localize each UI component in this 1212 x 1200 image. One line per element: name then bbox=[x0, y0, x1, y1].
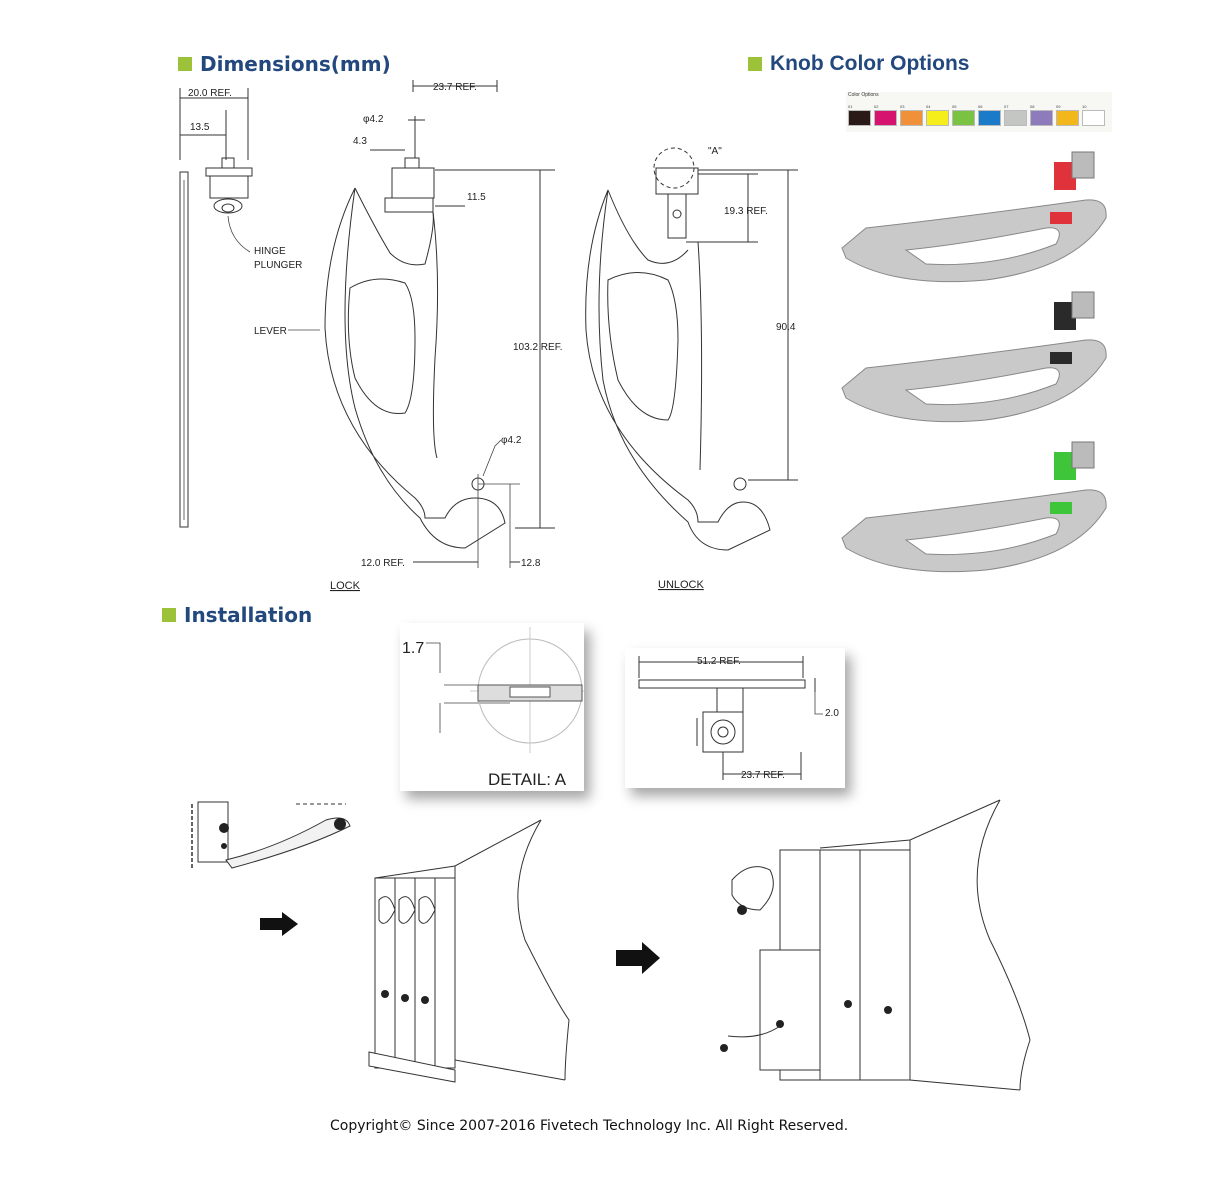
swatch-number: 10 bbox=[1082, 104, 1087, 109]
knob-colors-title: Knob Color Options bbox=[770, 52, 970, 75]
arrow-right-icon-2 bbox=[616, 942, 660, 974]
top-view-panel: 51.2 REF. 2.0 23.7 REF. bbox=[625, 648, 845, 788]
dimensions-heading: Dimensions(mm) bbox=[178, 52, 391, 76]
dim-2-0: 2.0 bbox=[825, 708, 839, 719]
installation-closeup bbox=[191, 801, 351, 869]
knob-render-red bbox=[841, 151, 1107, 283]
hinge-label: HINGE bbox=[254, 246, 286, 257]
copyright-footer: Copyright© Since 2007-2016 Fivetech Tech… bbox=[330, 1118, 849, 1134]
dim-90-4: 90.4 bbox=[776, 322, 796, 333]
dim-19-3-ref: 19.3 REF. bbox=[724, 206, 768, 217]
installation-heading: Installation bbox=[162, 603, 312, 627]
dim-23-7-ref-top: 23.7 REF. bbox=[741, 770, 785, 781]
dim-1-7: 1.7 bbox=[402, 640, 424, 657]
heading-bullet bbox=[748, 57, 762, 71]
swatch-number: 01 bbox=[848, 104, 853, 109]
dim-13-5: 13.5 bbox=[190, 122, 210, 133]
dimensions-title: Dimensions(mm) bbox=[200, 52, 391, 76]
detail-a-panel: 1.7 DETAIL: A bbox=[400, 623, 584, 791]
color-options-title: Color Options bbox=[848, 92, 879, 98]
color-swatch bbox=[874, 110, 897, 126]
lock-caption: LOCK bbox=[330, 580, 361, 592]
unlock-view-drawing: "A" 19.3 REF. 90.4 UNLOCK bbox=[585, 146, 798, 591]
color-swatch bbox=[926, 110, 949, 126]
color-swatch bbox=[848, 110, 871, 126]
swatch-number: 04 bbox=[926, 104, 931, 109]
plunger-label: PLUNGER bbox=[254, 260, 302, 271]
swatch-number: 08 bbox=[1030, 104, 1035, 109]
color-swatch bbox=[978, 110, 1001, 126]
dim-11-5: 11.5 bbox=[467, 192, 486, 203]
knob-colors-heading: Knob Color Options bbox=[748, 52, 969, 76]
dim-phi-4-2-top: φ4.2 bbox=[363, 114, 384, 125]
dim-103-2-ref: 103.2 REF. bbox=[513, 342, 562, 353]
color-swatch bbox=[900, 110, 923, 126]
dim-12-8: 12.8 bbox=[521, 558, 541, 569]
knob-render-black bbox=[841, 291, 1107, 423]
unlock-caption: UNLOCK bbox=[658, 579, 705, 591]
dim-20-ref: 20.0 REF. bbox=[188, 88, 232, 99]
color-swatch bbox=[1004, 110, 1027, 126]
color-swatch bbox=[1082, 110, 1105, 126]
server-chassis-drawing-1 bbox=[368, 819, 570, 1083]
dim-phi-4-2-bottom: φ4.2 bbox=[501, 435, 522, 446]
lever-label: LEVER bbox=[254, 326, 287, 337]
color-swatch bbox=[952, 110, 975, 126]
side-view-drawing: 20.0 REF. 13.5 HINGE PLUNGER LEVER bbox=[179, 88, 320, 528]
arrow-right-icon bbox=[260, 912, 298, 936]
dim-51-2-ref: 51.2 REF. bbox=[697, 656, 741, 667]
swatch-number: 02 bbox=[874, 104, 879, 109]
swatch-number: 05 bbox=[952, 104, 957, 109]
heading-bullet bbox=[178, 57, 192, 71]
server-chassis-drawing-2 bbox=[720, 799, 1031, 1091]
lock-view-drawing: 23.7 REF. φ4.2 4.3 11.5 103.2 REF. φ4.2 … bbox=[324, 80, 562, 592]
color-swatch bbox=[1056, 110, 1079, 126]
swatch-number: 07 bbox=[1004, 104, 1009, 109]
swatch-number: 06 bbox=[978, 104, 983, 109]
knob-render-green bbox=[841, 441, 1107, 573]
color-options-chart: Color Options 01 02 03 04 05 06 07 08 09 10 bbox=[846, 92, 1112, 132]
knob-renderings bbox=[841, 151, 1107, 573]
knob-red bbox=[1054, 162, 1076, 190]
swatch-number: 09 bbox=[1056, 104, 1061, 109]
installation-title: Installation bbox=[184, 603, 313, 627]
dim-4-3: 4.3 bbox=[353, 136, 367, 147]
heading-bullet bbox=[162, 608, 176, 622]
detail-a-ref: "A" bbox=[708, 146, 722, 157]
swatch-number: 03 bbox=[900, 104, 905, 109]
color-swatch bbox=[1030, 110, 1053, 126]
dim-23-7-ref: 23.7 REF. bbox=[433, 82, 477, 93]
dim-12-0-ref: 12.0 REF. bbox=[361, 558, 405, 569]
detail-a-caption: DETAIL: A bbox=[488, 770, 567, 789]
